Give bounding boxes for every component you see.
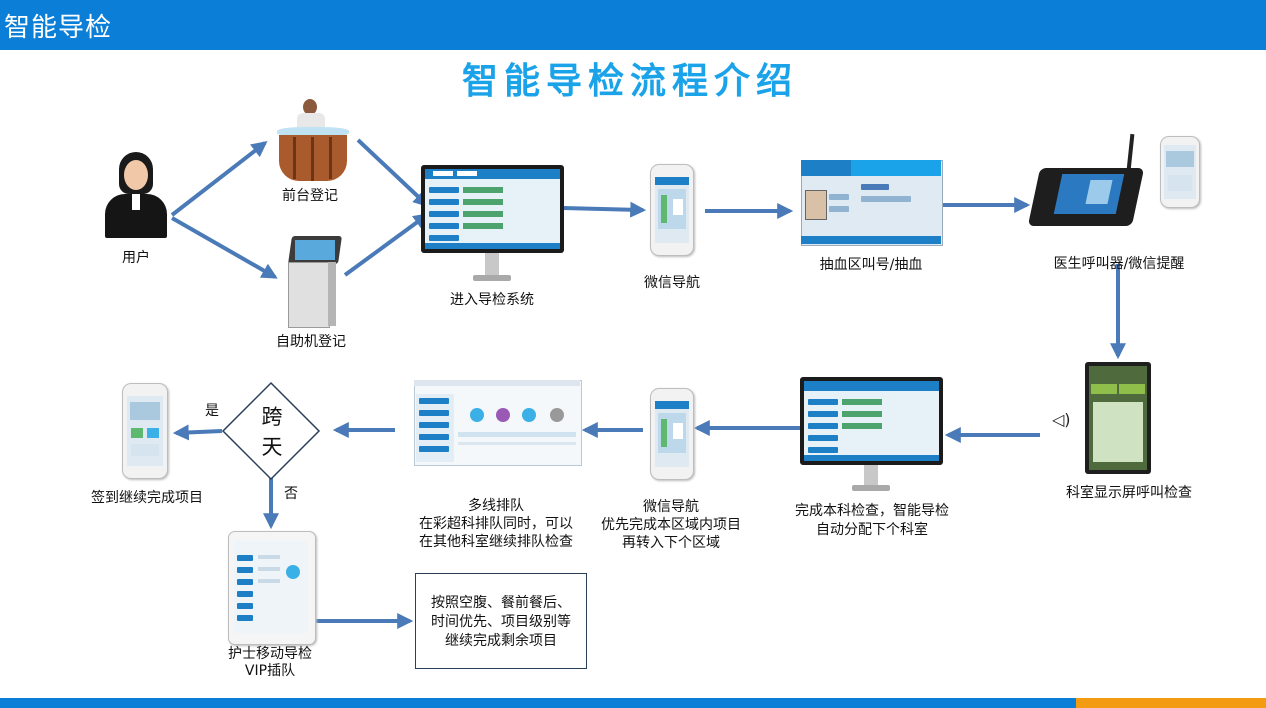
front-desk-icon [273,97,353,183]
label-multi-queue-l1: 多线排队 [468,498,524,514]
guide-system-monitor [421,165,564,287]
arrow-frontdesk-system [356,138,430,208]
wechat-phone-icon-2 [650,388,694,480]
label-finish-dept-l2: 自动分配下个科室 [816,522,928,538]
note-line-3: 继续完成剩余项目 [445,633,557,649]
label-kiosk: 自助机登记 [276,334,346,350]
diagram-title: 智能导检流程介绍 [461,61,798,102]
arrow-user-kiosk [171,216,278,279]
label-no: 否 [284,486,298,502]
arrow-user-frontdesk [170,141,268,217]
doctor-caller-icon [1027,133,1204,230]
arrow-kiosk-system [343,213,430,277]
label-enter-system: 进入导检系统 [450,292,534,308]
user-icon [105,150,167,238]
note-line-2: 时间优先、项目级别等 [431,614,571,630]
remaining-items-note: 按照空腹、餐前餐后、 时间优先、项目级别等 继续完成剩余项目 [415,573,587,669]
arrow-crossday-checkin [172,424,223,441]
blood-draw-screen [801,160,943,246]
footer-accent-bar [1076,698,1266,708]
multi-queue-screen [414,380,582,466]
arrow-system-wechat [562,201,647,218]
finish-dept-monitor [800,377,943,499]
label-checkin: 签到继续完成项目 [91,490,203,506]
label-multi-queue-l2: 在彩超科排队同时，可以 [419,516,573,532]
checkin-phone-icon [122,383,168,479]
cross-day-label: 跨天 [261,405,283,459]
header-bar: 智能导检 [0,0,1266,50]
label-nurse-l2: VIP插队 [244,663,296,679]
label-wechat-nav: 微信导航 [644,275,700,291]
header-title: 智能导检 [4,13,113,43]
wechat-phone-icon [650,164,694,256]
nurse-tablet-icon [228,531,316,645]
dept-display-screen [1085,362,1151,474]
label-user: 用户 [122,250,150,266]
label-multi-queue-l3: 在其他科室继续排队检查 [419,534,573,550]
note-line-1: 按照空腹、餐前餐后、 [431,595,571,611]
cross-day-diamond [221,381,321,481]
label-doctor-caller: 医生呼叫器/微信提醒 [1053,256,1185,272]
speaker-icon: ◁) [1052,410,1071,429]
label-nurse-l1: 护士移动导检 [228,646,312,662]
label-wechat-nav2-l3: 再转入下个区域 [622,535,720,551]
label-front-desk: 前台登记 [282,188,338,204]
label-dept-screen: 科室显示屏呼叫检查 [1066,485,1192,501]
footer-bar [0,698,1076,708]
label-wechat-nav2-l1: 微信导航 [643,499,699,515]
label-blood-draw: 抽血区叫号/抽血 [819,257,923,273]
kiosk-icon [280,232,346,328]
label-yes: 是 [205,403,219,419]
label-finish-dept-l1: 完成本科检查，智能导检 [795,503,949,519]
label-wechat-nav2-l2: 优先完成本区域内项目 [601,517,741,533]
